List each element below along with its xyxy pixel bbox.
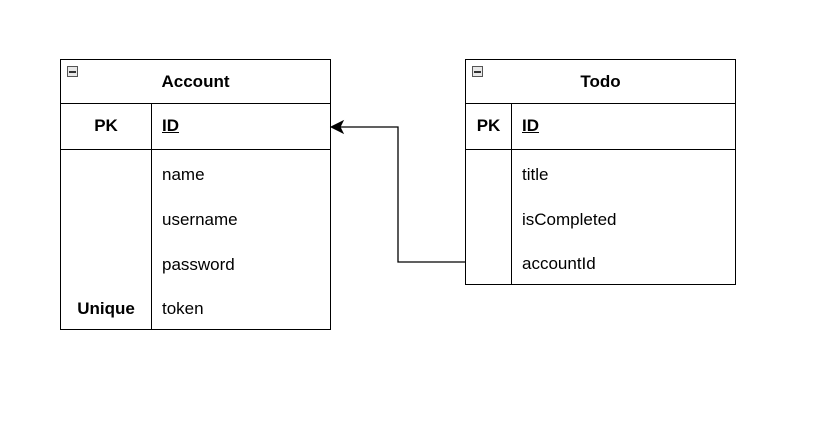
- account-field-name: name: [162, 164, 205, 184]
- account-title-text: Account: [161, 71, 230, 91]
- todo-column-divider: [511, 104, 512, 284]
- todo-field-iscompleted: isCompleted: [522, 209, 617, 229]
- todo-entity[interactable]: Todo PK ID title isCompleted accountId: [465, 59, 736, 285]
- account-field-username: username: [162, 209, 238, 229]
- todo-pk-label: PK: [476, 116, 501, 135]
- todo-field-accountid: accountId: [522, 253, 596, 273]
- todo-pk-field: ID: [522, 116, 539, 135]
- account-column-divider: [151, 104, 152, 329]
- foreign-key-line[interactable]: [340, 126, 465, 263]
- account-title: Account: [61, 60, 330, 104]
- account-pk-label: PK: [94, 116, 118, 135]
- account-field-password: password: [162, 254, 235, 274]
- collapse-icon[interactable]: [472, 66, 483, 77]
- arrowhead-icon: [329, 119, 345, 135]
- collapse-icon[interactable]: [67, 66, 78, 77]
- todo-pk-row: PK ID: [466, 104, 735, 150]
- todo-title: Todo: [466, 60, 735, 104]
- account-field-token: token: [162, 298, 204, 318]
- todo-field-title: title: [522, 164, 549, 184]
- todo-title-text: Todo: [580, 71, 621, 91]
- account-field-unique-label: Unique: [77, 298, 135, 318]
- account-pk-field: ID: [162, 116, 179, 135]
- account-entity[interactable]: Account PK ID name username password Uni…: [60, 59, 331, 330]
- account-pk-row: PK ID: [61, 104, 330, 150]
